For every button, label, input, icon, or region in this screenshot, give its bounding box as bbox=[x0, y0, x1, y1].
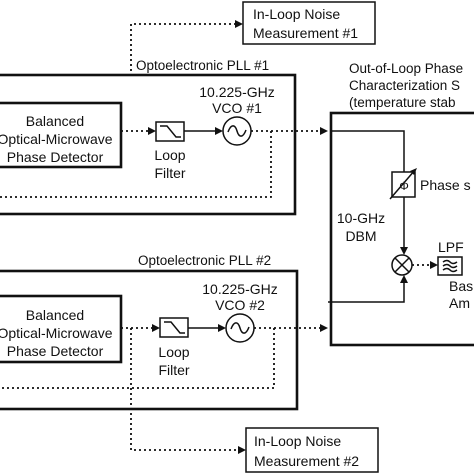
dbm-mixer bbox=[391, 254, 413, 276]
pll-1-vco-line1: 10.225-GHz bbox=[199, 84, 274, 100]
baseband-line2: Am bbox=[449, 295, 470, 311]
arrow-head-icon bbox=[400, 247, 408, 255]
ref-1-to-phase-shifter bbox=[331, 130, 405, 172]
pll-2-title: Optoelectronic PLL #2 bbox=[138, 253, 271, 268]
pll-2-vco-line2: VCO #2 bbox=[215, 297, 265, 313]
arrow-head-icon bbox=[218, 324, 226, 332]
dbm-line2: DBM bbox=[345, 228, 376, 244]
pll-1-detector-line2: Optical-Microwave bbox=[0, 131, 113, 147]
lpf bbox=[437, 256, 463, 276]
adjustable-arrow-icon bbox=[389, 169, 416, 200]
arrow-head-icon bbox=[152, 324, 160, 332]
ref-2-to-mixer bbox=[331, 282, 405, 303]
optoelectronic-pll-2: Optoelectronic PLL #2 Balanced Optical-M… bbox=[0, 253, 328, 411]
pll-2-feedback-path bbox=[0, 328, 275, 389]
arrow-head-icon bbox=[320, 127, 328, 135]
sine-wave-icon bbox=[230, 322, 250, 334]
phase-symbol-icon: Φ bbox=[399, 179, 409, 193]
pll-2-phase-detector bbox=[0, 294, 123, 364]
measurement-1-line2: Measurement #1 bbox=[253, 25, 358, 41]
mixer-x-icon bbox=[394, 257, 410, 273]
out-of-loop-title-line2: Characterization S bbox=[349, 78, 460, 93]
measurement-1-box bbox=[242, 1, 376, 45]
arrow-head-icon bbox=[410, 168, 417, 175]
measurement-2-line2: Measurement #2 bbox=[254, 453, 359, 469]
pll-2-loop-filter bbox=[159, 317, 189, 338]
arrow-head-icon bbox=[235, 20, 243, 28]
pll-2-vco-line1: 10.225-GHz bbox=[202, 281, 277, 297]
arrow-head-icon bbox=[148, 127, 156, 135]
pll-1-loop-filter bbox=[155, 121, 185, 142]
baseband-line1: Bas bbox=[449, 278, 473, 294]
arrow-head-icon bbox=[215, 127, 223, 135]
arrow-head-icon bbox=[430, 261, 438, 269]
measurement-2-tap-line bbox=[130, 328, 246, 454]
arrow-head-icon bbox=[238, 446, 246, 454]
pll-2-filter-line1: Loop bbox=[158, 344, 189, 360]
lowpass-filter-icon bbox=[160, 125, 181, 138]
out-of-loop-title-line3: (temperature stab bbox=[349, 95, 456, 110]
measurement-1-line1: In-Loop Noise bbox=[253, 6, 340, 22]
loop-filter-1-box bbox=[155, 121, 185, 142]
in-loop-noise-measurement-1: In-Loop Noise Measurement #1 bbox=[242, 1, 376, 45]
pll-1-vco-line2: VCO #1 bbox=[212, 100, 262, 116]
pll-1-phase-detector bbox=[0, 101, 123, 169]
lpf-label: LPF bbox=[438, 239, 464, 255]
out-of-loop-title-line1: Out-of-Loop Phase bbox=[349, 61, 463, 76]
arrow-head-icon bbox=[320, 324, 328, 332]
pll-2-detector-line1: Balanced bbox=[26, 307, 84, 323]
optoelectronic-pll-1: Optoelectronic PLL #1 Balanced Optical-M… bbox=[0, 58, 328, 216]
loop-filter-2-box bbox=[159, 317, 189, 338]
pll-1-vco bbox=[222, 116, 252, 146]
pll-1-detector-line3: Phase Detector bbox=[7, 149, 104, 165]
lowpass-filter-icon bbox=[164, 321, 185, 334]
pll-2-detector-line2: Optical-Microwave bbox=[0, 325, 113, 341]
pll-1-detector-line1: Balanced bbox=[26, 113, 84, 129]
pll-1-filter-line1: Loop bbox=[154, 147, 185, 163]
pll-2-vco bbox=[225, 313, 255, 343]
pll-1-title: Optoelectronic PLL #1 bbox=[136, 58, 269, 73]
measurement-2-line1: In-Loop Noise bbox=[254, 433, 341, 449]
lowpass-filter-icon bbox=[442, 259, 458, 273]
in-loop-noise-measurement-2: In-Loop Noise Measurement #2 bbox=[245, 427, 379, 473]
dbm-line1: 10-GHz bbox=[337, 210, 385, 226]
sine-wave-icon bbox=[227, 125, 247, 137]
arrow-head-icon bbox=[400, 275, 408, 283]
pll-2-filter-line2: Filter bbox=[158, 362, 189, 378]
pll-2-detector-line3: Phase Detector bbox=[7, 343, 104, 359]
phase-shifter: Φ bbox=[389, 168, 417, 200]
out-of-loop-box bbox=[329, 111, 474, 347]
pll-1-feedback-path bbox=[0, 131, 272, 198]
out-of-loop-characterization: Out-of-Loop Phase Characterization S (te… bbox=[329, 61, 474, 347]
measurement-2-box bbox=[245, 427, 379, 473]
phase-shifter-label: Phase s bbox=[420, 177, 471, 193]
pll-1-filter-line2: Filter bbox=[154, 165, 185, 181]
